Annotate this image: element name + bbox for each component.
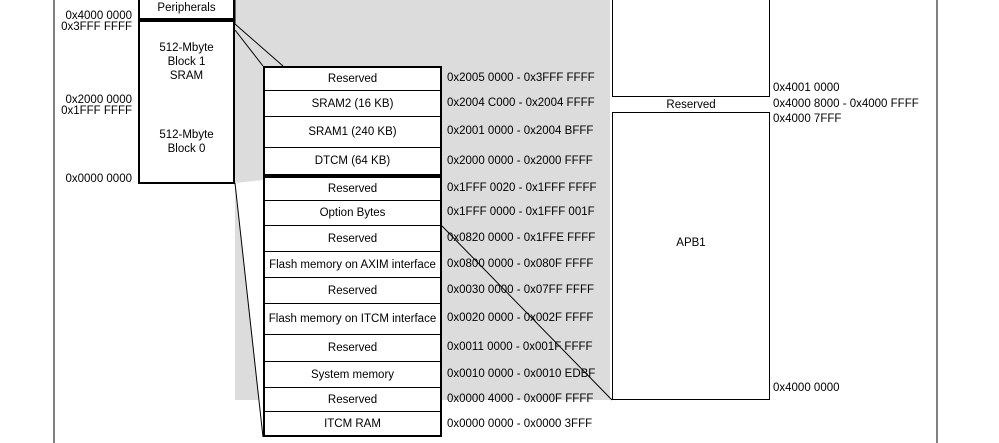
detail-region-range: 0x0020 0000 - 0x002F FFFF: [447, 312, 594, 324]
detail-region-8: Reserved: [263, 277, 442, 303]
detail-region-range: 0x0820 0000 - 0x1FFE FFFF: [447, 231, 596, 244]
detail-region-label: Reserved: [327, 393, 378, 406]
addr-0x1FFFFFFF: 0x1FFF FFFF: [61, 105, 132, 117]
detail-region-range: 0x0030 0000 - 0x07FF FFFF: [447, 283, 595, 296]
apb1-addr-0: 0x4001 0000: [773, 82, 840, 94]
detail-region-label: Reserved: [327, 73, 378, 85]
detail-region-0: Reserved: [263, 66, 442, 90]
block0-label: 512-Mbyte Block 0: [159, 128, 214, 155]
detail-region-range: 0x0000 4000 - 0x000F FFFF: [447, 392, 594, 405]
detail-region-5: Option Bytes: [263, 200, 442, 225]
addr-0x40000000: 0x4000 0000: [65, 10, 132, 22]
detail-region-range: 0x2005 0000 - 0x3FFF FFFF: [447, 71, 595, 84]
block1-sram: 512-Mbyte Block 1 SRAM: [138, 20, 235, 102]
detail-region-1: SRAM2 (16 KB): [263, 90, 442, 116]
apb1-reserved-label: Reserved: [666, 98, 716, 111]
detail-region-label: Reserved: [327, 284, 378, 297]
detail-region-range: 0x0000 0000 - 0x0000 3FFF: [447, 417, 593, 430]
detail-region-label: Flash memory on AXIM interface: [269, 258, 436, 271]
detail-region-range: 0x1FFF 0020 - 0x1FFF FFFF: [447, 181, 597, 194]
detail-region-6: Reserved: [263, 225, 442, 251]
detail-region-2: SRAM1 (240 KB): [263, 116, 442, 147]
addr-0x3FFFFFFF: 0x3FFF FFFF: [61, 21, 132, 33]
block1-label: 512-Mbyte Block 1 SRAM: [159, 41, 214, 82]
detail-region-13: ITCM RAM: [263, 411, 442, 437]
addr-0x00000000: 0x0000 0000: [65, 173, 132, 185]
detail-region-label: DTCM (64 KB): [314, 155, 391, 167]
apb1-addr-1: 0x4000 8000 - 0x4000 FFFF: [773, 98, 919, 110]
peripherals-block: Peripherals: [138, 0, 235, 20]
detail-region-4: Reserved: [263, 176, 442, 200]
detail-region-range: 0x0011 0000 - 0x001F FFFF: [447, 341, 593, 353]
detail-region-range: 0x2001 0000 - 0x2004 BFFF: [447, 125, 594, 137]
detail-region-range: 0x2004 C000 - 0x2004 FFFF: [447, 96, 595, 109]
detail-region-10: Reserved: [263, 334, 442, 361]
apb1-reserved-row: Reserved: [612, 96, 770, 113]
peripherals-label: Peripherals: [157, 2, 216, 14]
detail-region-3: DTCM (64 KB): [263, 147, 442, 176]
detail-region-11: System memory: [263, 361, 442, 387]
apb1-addr-3: 0x4000 0000: [773, 382, 840, 394]
detail-region-label: Reserved: [327, 342, 378, 354]
detail-region-12: Reserved: [263, 387, 442, 411]
apb1-block: APB1: [612, 0, 770, 400]
detail-region-range: 0x0010 0000 - 0x0010 EDBF: [447, 367, 596, 380]
detail-region-9: Flash memory on ITCM interface: [263, 303, 442, 334]
detail-region-range: 0x2000 0000 - 0x2000 FFFF: [447, 155, 593, 167]
apb1-label: APB1: [676, 236, 706, 249]
detail-region-label: ITCM RAM: [324, 417, 381, 430]
detail-region-label: Option Bytes: [319, 207, 386, 219]
block0: 512-Mbyte Block 0: [138, 101, 235, 184]
detail-region-7: Flash memory on AXIM interface: [263, 251, 442, 277]
detail-region-label: System memory: [310, 368, 395, 381]
detail-region-label: Reserved: [327, 232, 378, 245]
detail-region-label: SRAM1 (240 KB): [308, 126, 397, 138]
addr-0x20000000: 0x2000 0000: [65, 94, 132, 106]
detail-region-range: 0x0800 0000 - 0x080F FFFF: [447, 257, 594, 270]
detail-region-range: 0x1FFF 0000 - 0x1FFF 001F: [447, 206, 595, 218]
apb1-addr-2: 0x4000 7FFF: [773, 113, 842, 125]
detail-region-label: Reserved: [327, 183, 378, 195]
detail-region-label: Flash memory on ITCM interface: [268, 313, 437, 325]
detail-region-label: SRAM2 (16 KB): [311, 97, 394, 110]
